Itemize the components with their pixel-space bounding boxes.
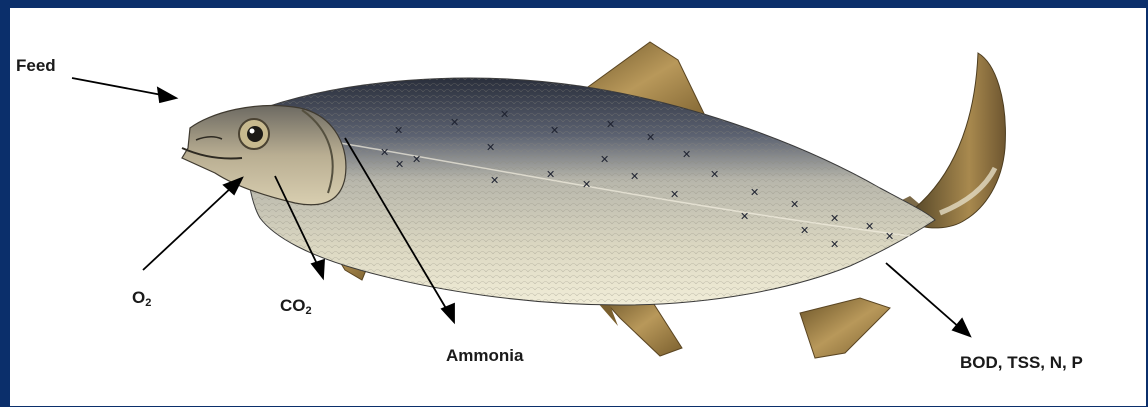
anal-fin [800,298,890,358]
ammonia-label: Ammonia [446,346,523,366]
svg-text:✕: ✕ [412,153,421,166]
svg-text:✕: ✕ [606,118,615,131]
svg-text:✕: ✕ [800,224,809,237]
svg-text:✕: ✕ [500,108,509,121]
svg-text:✕: ✕ [582,178,591,191]
svg-text:✕: ✕ [546,168,555,181]
svg-text:✕: ✕ [490,174,499,187]
svg-text:✕: ✕ [630,170,639,183]
co2-label: CO2 [280,296,312,317]
svg-text:✕: ✕ [710,168,719,181]
svg-text:✕: ✕ [682,148,691,161]
svg-text:✕: ✕ [790,198,799,211]
svg-text:✕: ✕ [830,238,839,251]
svg-text:✕: ✕ [450,116,459,129]
feed-arrow [72,78,162,95]
outputs-label: BOD, TSS, N, P [960,353,1083,373]
svg-text:✕: ✕ [486,141,495,154]
svg-text:✕: ✕ [750,186,759,199]
fish-illustration: ✕✕✕ ✕✕✕ ✕✕✕ ✕✕✕ ✕✕✕ ✕✕✕ ✕✕✕ ✕✕✕ ✕✕ [10,8,1146,406]
svg-text:✕: ✕ [380,146,389,159]
diagram-frame: ✕✕✕ ✕✕✕ ✕✕✕ ✕✕✕ ✕✕✕ ✕✕✕ ✕✕✕ ✕✕✕ ✕✕ [10,8,1146,406]
svg-text:✕: ✕ [646,131,655,144]
svg-text:✕: ✕ [885,230,894,243]
o2-arrow [143,186,233,270]
svg-text:✕: ✕ [830,212,839,225]
svg-text:✕: ✕ [740,210,749,223]
svg-text:✕: ✕ [600,153,609,166]
feed-label: Feed [16,56,56,76]
svg-text:✕: ✕ [395,158,404,171]
svg-text:✕: ✕ [670,188,679,201]
svg-text:✕: ✕ [865,220,874,233]
outputs-arrow [886,263,960,328]
o2-label: O2 [132,288,151,309]
svg-text:✕: ✕ [394,124,403,137]
svg-text:✕: ✕ [550,124,559,137]
